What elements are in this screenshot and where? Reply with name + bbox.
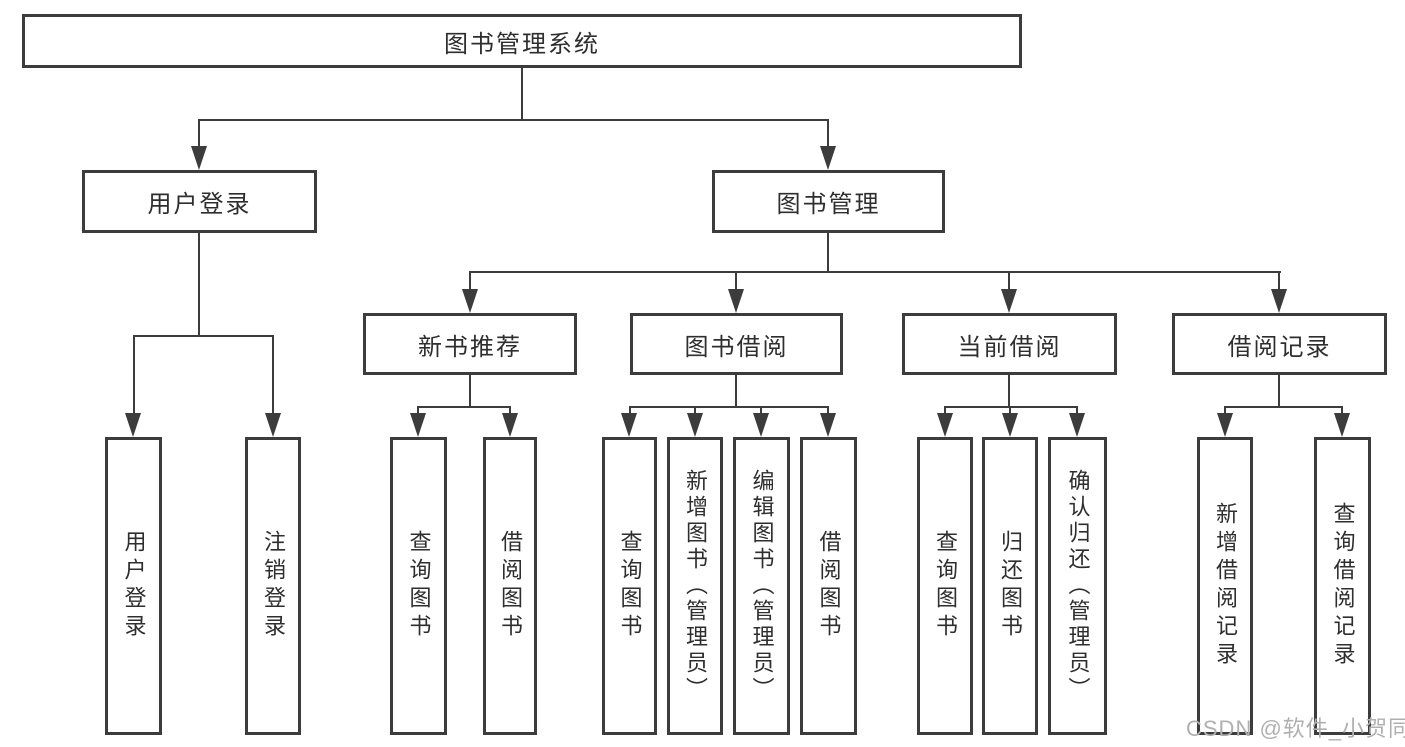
node-book-management: 图书管理 xyxy=(712,170,945,233)
connector-stem-user-login xyxy=(198,119,200,149)
arrowhead-cur-query xyxy=(937,413,953,437)
arrowhead-new-book xyxy=(462,289,478,313)
node-leaf-confirm-return-admin-label: 确认归还（管理员） xyxy=(1065,469,1091,703)
node-leaf-edit-books-admin: 编辑图书（管理员） xyxy=(733,437,790,735)
connector-records-rail xyxy=(1224,406,1343,408)
arrowhead-current-borrowing xyxy=(1001,289,1017,313)
connector-root-stem xyxy=(521,68,523,121)
node-leaf-confirm-return-admin: 确认归还（管理员） xyxy=(1048,437,1107,735)
connector-mgmt-down-stem xyxy=(827,232,829,273)
connector-stem-bw-borrow xyxy=(827,406,829,416)
arrowhead-leaf-user-login xyxy=(125,413,141,437)
connector-newbook-rail xyxy=(417,406,511,408)
node-new-book-recommend-label: 新书推荐 xyxy=(418,333,522,361)
arrowhead-bw-borrow xyxy=(820,413,836,437)
node-leaf-borrow-books-1: 借阅图书 xyxy=(483,437,537,735)
arrowhead-book-borrowing xyxy=(728,289,744,313)
connector-newbook-down-stem xyxy=(469,374,471,408)
node-leaf-user-login-label: 用户登录 xyxy=(121,530,147,642)
arrowhead-cur-return xyxy=(1002,413,1018,437)
node-leaf-logout-label: 注销登录 xyxy=(261,530,286,642)
connector-level3-rail xyxy=(469,271,1281,273)
arrowhead-rec-query xyxy=(1334,413,1350,437)
connector-stem-current-borrowing xyxy=(1008,271,1010,291)
node-leaf-query-borrow-record-label: 查询借阅记录 xyxy=(1330,502,1356,670)
node-borrow-records-label: 借阅记录 xyxy=(1227,333,1332,361)
node-book-borrowing: 图书借阅 xyxy=(630,313,843,375)
connector-stem-cur-confirm xyxy=(1076,406,1078,416)
arrowhead-nb-query xyxy=(410,413,426,437)
arrowhead-user-login xyxy=(191,146,207,170)
node-root-label: 图书管理系统 xyxy=(444,30,600,58)
connector-stem-book-borrowing xyxy=(735,271,737,291)
node-book-borrowing-label: 图书借阅 xyxy=(684,333,789,361)
connector-stem-cur-return xyxy=(1009,406,1011,416)
node-leaf-borrow-books-2: 借阅图书 xyxy=(800,437,857,735)
node-leaf-add-books-admin: 新增图书（管理员） xyxy=(667,437,723,735)
node-new-book-recommend: 新书推荐 xyxy=(363,313,577,375)
node-leaf-query-borrow-record: 查询借阅记录 xyxy=(1314,437,1371,735)
node-leaf-logout: 注销登录 xyxy=(245,437,301,735)
node-leaf-add-borrow-record-label: 新增借阅记录 xyxy=(1213,502,1238,670)
connector-borrowing-rail xyxy=(629,406,829,408)
node-leaf-add-borrow-record: 新增借阅记录 xyxy=(1197,437,1253,735)
node-leaf-query-books-2: 查询图书 xyxy=(602,437,657,735)
connector-stem-book-management xyxy=(827,119,829,149)
connector-user-rail xyxy=(133,335,274,337)
node-leaf-query-books-3: 查询图书 xyxy=(917,437,973,735)
connector-stem-nb-query xyxy=(417,406,419,416)
connector-stem-nb-borrow xyxy=(509,406,511,416)
node-leaf-query-books-1-label: 查询图书 xyxy=(406,530,432,642)
arrowhead-borrow-records xyxy=(1271,289,1287,313)
node-leaf-query-books-1: 查询图书 xyxy=(390,437,447,735)
arrowhead-leaf-logout xyxy=(265,413,281,437)
connector-records-down-stem xyxy=(1278,374,1280,408)
node-root: 图书管理系统 xyxy=(22,14,1022,68)
arrowhead-cur-confirm xyxy=(1069,413,1085,437)
node-current-borrowing: 当前借阅 xyxy=(902,313,1117,375)
connector-stem-bw-query xyxy=(629,406,631,416)
node-leaf-query-books-2-label: 查询图书 xyxy=(617,530,643,642)
connector-current-down-stem xyxy=(1008,374,1010,408)
connector-borrowing-down-stem xyxy=(735,374,737,408)
connector-stem-leaf-user-login xyxy=(133,335,135,417)
arrowhead-rec-add xyxy=(1217,413,1233,437)
node-leaf-query-books-3-label: 查询图书 xyxy=(933,530,958,642)
node-leaf-add-books-admin-label: 新增图书（管理员） xyxy=(683,469,708,703)
connector-level2-rail xyxy=(198,119,829,121)
arrowhead-bw-edit xyxy=(753,413,769,437)
node-leaf-borrow-books-2-label: 借阅图书 xyxy=(816,530,842,642)
connector-stem-new-book xyxy=(469,271,471,291)
arrowhead-bw-add xyxy=(687,413,703,437)
connector-stem-bw-edit xyxy=(760,406,762,416)
connector-stem-cur-query xyxy=(944,406,946,416)
connector-stem-leaf-logout xyxy=(272,335,274,417)
connector-stem-borrow-records xyxy=(1278,271,1280,291)
node-leaf-user-login: 用户登录 xyxy=(105,437,162,735)
connector-stem-rec-query xyxy=(1341,406,1343,416)
node-leaf-borrow-books-1-label: 借阅图书 xyxy=(498,530,523,642)
node-user-login: 用户登录 xyxy=(82,170,317,233)
arrowhead-bw-query xyxy=(621,413,637,437)
watermark: CSDN @软件_小贺同学 xyxy=(1186,716,1405,741)
node-leaf-return-books-label: 归还图书 xyxy=(998,530,1023,642)
node-leaf-return-books: 归还图书 xyxy=(982,437,1038,735)
node-book-management-label: 图书管理 xyxy=(776,191,881,218)
arrowhead-book-management xyxy=(820,146,836,170)
node-borrow-records: 借阅记录 xyxy=(1172,313,1387,375)
node-user-login-label: 用户登录 xyxy=(147,191,252,218)
node-current-borrowing-label: 当前借阅 xyxy=(957,333,1062,361)
connector-current-rail xyxy=(944,406,1078,408)
connector-stem-bw-add xyxy=(694,406,696,416)
connector-user-down-stem xyxy=(198,232,200,337)
connector-stem-rec-add xyxy=(1224,406,1226,416)
node-leaf-edit-books-admin-label: 编辑图书（管理员） xyxy=(749,469,775,703)
arrowhead-nb-borrow xyxy=(502,413,518,437)
